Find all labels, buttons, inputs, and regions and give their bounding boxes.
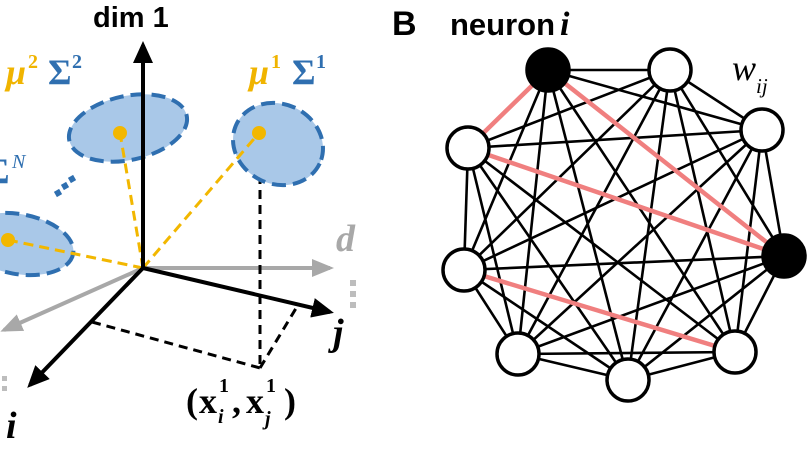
edge [626, 129, 764, 381]
svg-text:2: 2 [72, 51, 82, 73]
axis-j [142, 266, 334, 318]
edge [517, 129, 763, 355]
svg-text:): ) [284, 381, 296, 421]
cluster-2-ellipse [66, 92, 190, 164]
axis-d-label: d [336, 218, 356, 260]
svg-text:(: ( [186, 381, 198, 421]
neuron-node [445, 125, 491, 171]
cluster-ellipsis-dots [53, 174, 77, 198]
axis-i [27, 266, 145, 388]
edge [467, 146, 736, 354]
axis-gray-left [0, 266, 144, 332]
cluster-1-mean [252, 126, 266, 140]
panel-a: d [0, 2, 356, 447]
point-coordinate-label: ( x 1 i , x 1 j ) [186, 375, 296, 430]
cluster-1-label: μ 1 Σ 1 [247, 51, 326, 92]
neuron-node [712, 329, 758, 375]
highlight-edge [463, 267, 736, 355]
svg-text:1: 1 [219, 375, 229, 397]
edge [462, 69, 550, 271]
svg-text:x: x [246, 381, 264, 421]
svg-text:Σ: Σ [48, 52, 72, 92]
neuron-node [495, 331, 541, 377]
svg-text:Σ: Σ [292, 52, 316, 92]
panel-b-letter: B [392, 5, 417, 43]
highlight-edge [546, 68, 786, 258]
edge [517, 254, 785, 356]
edge [546, 69, 737, 353]
axis-j-label: j [328, 312, 344, 354]
svg-text:w: w [732, 48, 756, 88]
svg-text:j: j [262, 408, 271, 430]
edge [463, 254, 785, 272]
highlight-edge [467, 145, 785, 259]
neuron-node [647, 47, 693, 93]
edge [467, 128, 763, 150]
edge [466, 147, 630, 381]
svg-text:2: 2 [28, 51, 38, 73]
neuron-node-active [525, 47, 571, 93]
network-nodes [441, 47, 807, 403]
svg-text:Σ: Σ [0, 151, 10, 191]
weight-label: w ij [732, 48, 768, 98]
edge [516, 69, 672, 355]
edge [463, 268, 629, 382]
edge [463, 128, 763, 272]
neuron-node-active [761, 233, 807, 279]
edge [627, 254, 785, 382]
svg-text:N: N [11, 151, 27, 173]
edge [517, 350, 736, 356]
edge [463, 69, 671, 271]
svg-text:μ: μ [4, 52, 26, 92]
neuron-node [441, 247, 487, 293]
cluster-2-mean [113, 126, 127, 140]
svg-text:ij: ij [756, 74, 768, 98]
svg-text:x: x [199, 381, 217, 421]
cluster-2-label: μ 2 Σ 2 [4, 51, 82, 92]
edge [466, 147, 520, 355]
projection-lines [91, 160, 300, 370]
neuron-node [605, 357, 651, 403]
mean-projection-lines [7, 132, 261, 270]
neuron-node [739, 107, 785, 153]
neuron-title-var: i [560, 6, 570, 43]
edge [626, 69, 672, 381]
neuron-title-word: neuron [450, 7, 555, 42]
edge [467, 68, 671, 150]
svg-text:1: 1 [266, 375, 276, 397]
cluster-n-mean [1, 233, 15, 247]
svg-text:μ: μ [247, 52, 269, 92]
cluster-1-ellipse [231, 100, 325, 188]
panel-b: B neuron i w ij [392, 5, 807, 403]
edge [733, 129, 764, 353]
axis-i-label: i [6, 405, 17, 447]
axis-dim1-label: dim 1 [93, 2, 169, 34]
svg-text:i: i [218, 406, 224, 428]
svg-text:1: 1 [316, 51, 326, 73]
gray-dots-right [350, 280, 356, 308]
edge [516, 69, 550, 355]
cluster-n-label: Σ N [0, 151, 27, 191]
svg-text:1: 1 [271, 51, 281, 73]
svg-text:,: , [232, 381, 241, 421]
gray-dots-bottom-left [2, 376, 7, 391]
